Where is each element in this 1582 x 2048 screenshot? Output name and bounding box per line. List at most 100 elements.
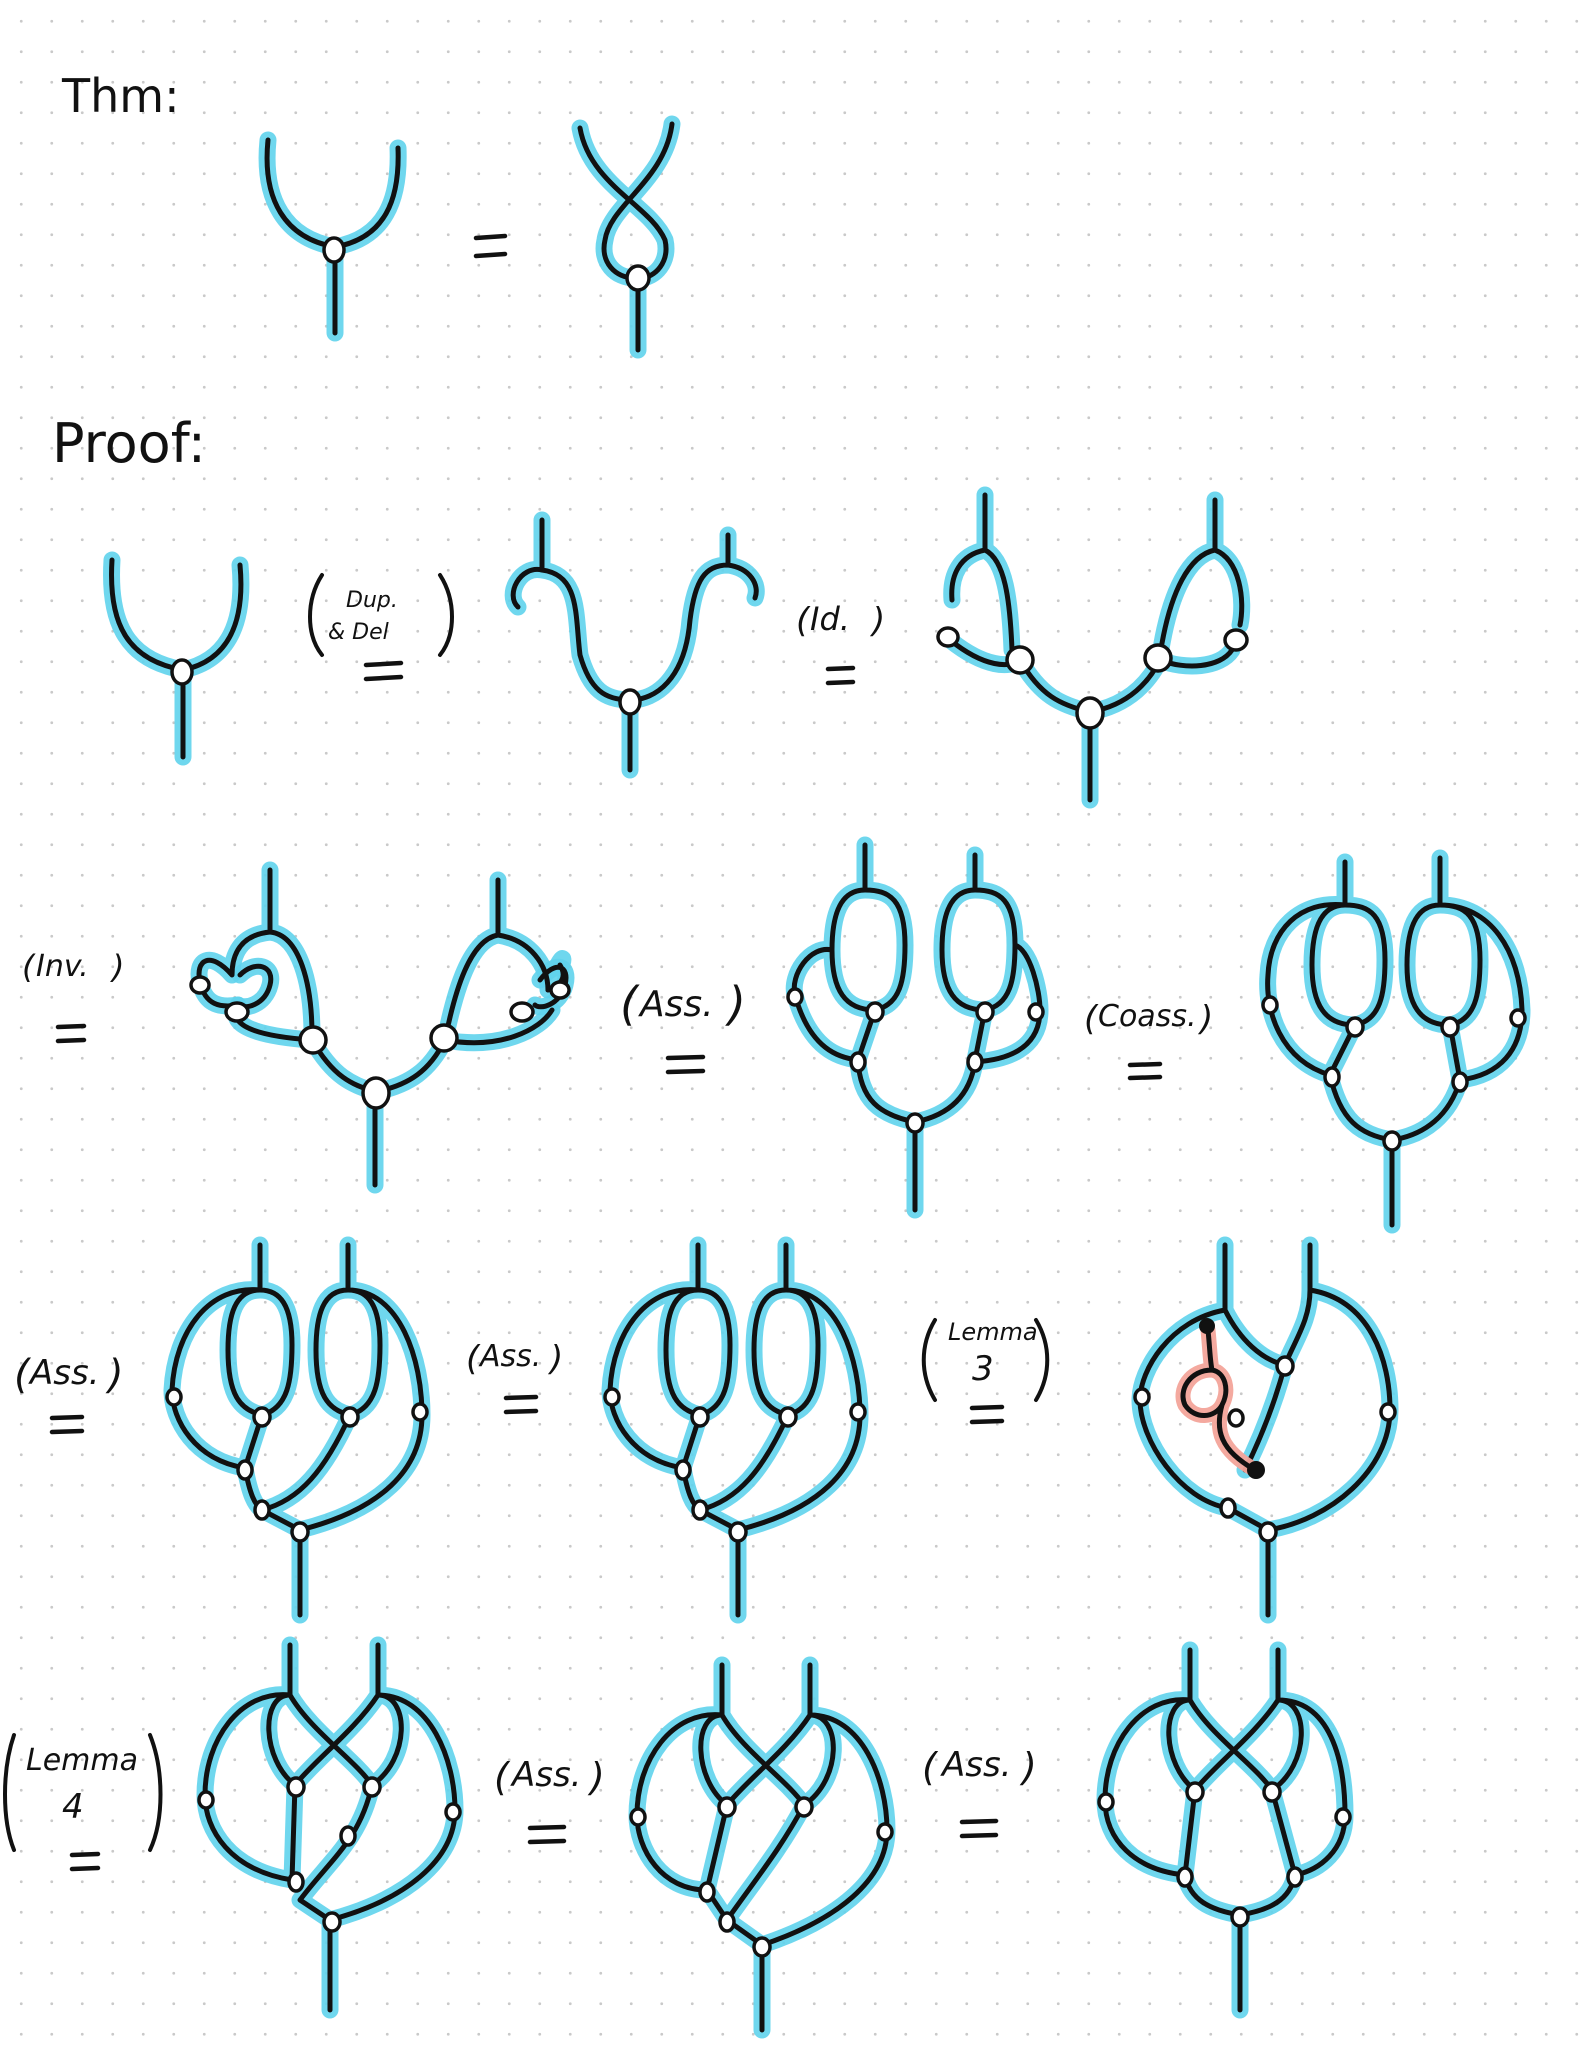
proof-step-7-diagram [163, 1236, 431, 1624]
merge-node [1440, 1016, 1460, 1038]
proof-step-1-diagram [103, 551, 250, 766]
counit-node [1199, 1318, 1215, 1334]
step-rule-coass: ( Coass. ) [1084, 999, 1213, 1081]
proof-step-8-diagram [601, 1236, 869, 1624]
antipode-node [1097, 1792, 1115, 1812]
svg-text:): ) [1019, 1745, 1037, 1789]
merge-node [865, 1001, 885, 1023]
merge-node [298, 1025, 328, 1055]
merge-node [1275, 1355, 1295, 1377]
svg-text:(: ( [1084, 999, 1099, 1039]
step-rule-ass-3: ( Ass. ) [466, 1339, 563, 1415]
merge-node [1219, 1497, 1237, 1519]
svg-text:(: ( [466, 1339, 481, 1379]
merge-node [290, 1521, 310, 1543]
merge-node [1185, 1781, 1205, 1803]
step-rule-lemma-4: Lemma 4 [3, 1733, 163, 1872]
step-rule-id: ( Id. ) [796, 600, 885, 686]
merge-node [322, 236, 346, 264]
merge-node [778, 1406, 798, 1428]
svg-text:): ) [547, 1339, 563, 1379]
proof-step-4-diagram [189, 861, 575, 1194]
proof-step-2-diagram [504, 511, 765, 779]
svg-text:): ) [105, 1352, 124, 1398]
merge-node [1382, 1130, 1402, 1152]
counit-node [1247, 1461, 1265, 1479]
proof-step-3-diagram [936, 486, 1251, 809]
merge-node [690, 1406, 710, 1428]
antipode-node [1509, 1008, 1527, 1028]
step-rule-ass-2: ( Ass. ) [14, 1352, 124, 1435]
unit-node [549, 980, 571, 1000]
step-rule-ass-1: ( Ass. ) [620, 977, 746, 1075]
step-rule-ass-5: ( Ass. ) [922, 1745, 1037, 1839]
merge-node [1286, 1866, 1304, 1888]
merge-node [1262, 1781, 1282, 1803]
step-rule-text: Lemma [948, 1318, 1038, 1346]
merge-node [1075, 696, 1105, 730]
merge-node [1230, 1906, 1250, 1928]
proof-step-5-diagram [785, 836, 1049, 1219]
merge-node [975, 1001, 995, 1023]
merge-node [1451, 1071, 1469, 1093]
merge-node [674, 1459, 692, 1481]
antipode-node [509, 1001, 535, 1023]
merge-node [698, 1881, 716, 1903]
antipode-node [197, 1790, 215, 1810]
unit-node [1223, 628, 1249, 652]
merge-node [1143, 643, 1173, 673]
step-rule-text: Ass. [28, 1353, 100, 1393]
merge-node [1258, 1521, 1278, 1543]
proof-step-6-diagram [1259, 849, 1531, 1234]
merge-node [752, 1936, 772, 1958]
step-rule-lemma-3: Lemma 3 [921, 1318, 1050, 1425]
step-rule-text: Dup. [346, 588, 398, 613]
merge-node [1005, 645, 1035, 675]
merge-node [236, 1459, 254, 1481]
svg-text:(: ( [922, 1745, 939, 1789]
merge-node [1323, 1066, 1341, 1088]
proof-step-12-diagram [1096, 1641, 1354, 2019]
svg-text:(: ( [14, 1352, 32, 1398]
merge-node [966, 1051, 984, 1073]
theorem-equals [473, 233, 508, 259]
merge-node [625, 264, 651, 292]
proof-step-11-diagram [628, 1656, 896, 2039]
merge-node [322, 1911, 342, 1933]
svg-text:(: ( [494, 1755, 511, 1799]
merge-node [252, 1406, 272, 1428]
unit-node [936, 626, 960, 648]
unit-node [189, 975, 211, 995]
merge-node [362, 1776, 382, 1798]
step-rule-text: Ass. [638, 984, 714, 1025]
step-rule-text: Inv. [36, 949, 89, 984]
antipode-node [1379, 1402, 1397, 1422]
antipode-node [786, 987, 804, 1007]
step-rule-text: 3 [972, 1349, 994, 1389]
step-rule-text: & Del [328, 620, 389, 645]
antipode-node [411, 1402, 429, 1422]
svg-text:): ) [110, 948, 124, 986]
svg-text:): ) [725, 977, 746, 1031]
svg-text:): ) [869, 601, 885, 641]
merge-node [170, 658, 194, 686]
step-rule-ass-4: ( Ass. ) [494, 1755, 605, 1845]
antipode-node [1027, 1002, 1045, 1022]
proof-label: Proof: [52, 412, 206, 475]
svg-text:(: ( [22, 948, 36, 986]
merge-node [717, 1796, 737, 1818]
merge-node [286, 1776, 306, 1798]
merge-node [905, 1112, 925, 1134]
antipode-node [224, 1001, 250, 1023]
antipode-node [1133, 1387, 1151, 1407]
svg-text:): ) [1197, 999, 1213, 1039]
theorem-rhs-diagram [571, 115, 681, 359]
antipode-node [603, 1387, 621, 1407]
theorem-label: Thm: [61, 69, 180, 123]
step-rule-text: Ass. [510, 1755, 582, 1795]
merge-node [253, 1499, 271, 1521]
svg-text:(: ( [620, 977, 640, 1031]
step-rule-inv: ( Inv. ) [22, 948, 124, 1044]
step-rule-dup-del: Dup. & Del [308, 573, 454, 682]
